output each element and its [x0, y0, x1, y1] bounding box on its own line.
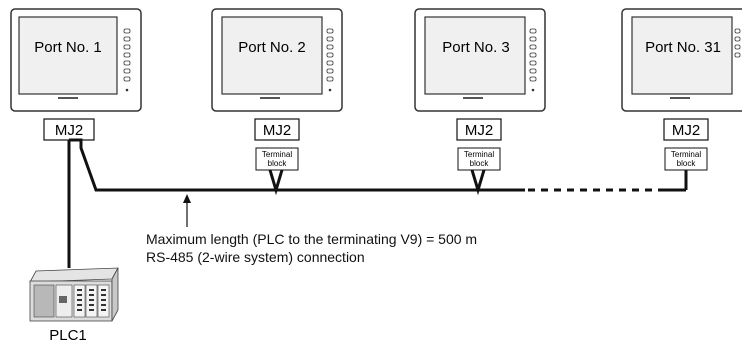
port-label: Port No. 3 [442, 39, 510, 56]
hmi-logo [463, 97, 483, 99]
hmi-logo [260, 97, 280, 99]
terminal-block-line2: block [677, 159, 697, 168]
connector-box [456, 118, 502, 141]
rs485-cable [67, 138, 688, 268]
hmi-side-buttons [734, 28, 741, 58]
plc-cpu-port [59, 296, 67, 303]
connector-label: MJ2 [263, 122, 291, 139]
station-port-2: Port No. 2 MJ2 Terminal block [211, 8, 343, 171]
hmi-side-buttons [529, 28, 537, 82]
connector-label: MJ2 [465, 122, 493, 139]
connector-label: MJ2 [672, 122, 700, 139]
plc-power-module [33, 284, 55, 318]
length-arrow [183, 194, 191, 227]
cable-drop-3 [470, 169, 486, 196]
hmi-screen [631, 16, 733, 95]
hmi-screen [221, 16, 323, 95]
hmi-logo [58, 97, 78, 99]
plc-io-terminals [77, 289, 106, 311]
hmi-screen [424, 16, 526, 95]
hmi-screen [18, 16, 118, 95]
terminal-block [255, 147, 299, 171]
terminal-block-line1: Terminal [262, 150, 292, 159]
hmi-side-buttons [123, 28, 131, 82]
hmi-side-buttons [326, 28, 334, 82]
hmi-logo [670, 97, 690, 99]
connector-box [254, 118, 300, 141]
terminal-block-line1: Terminal [464, 150, 494, 159]
terminal-block-line2: block [268, 159, 288, 168]
hmi-led [328, 88, 332, 92]
plc-top [29, 267, 119, 283]
terminal-block-line1: Terminal [671, 150, 701, 159]
terminal-block [457, 147, 501, 171]
station-port-1: Port No. 1 MJ2 [10, 8, 142, 141]
connection-note: RS-485 (2-wire system) connection [146, 249, 365, 265]
max-length-note: Maximum length (PLC to the terminating V… [146, 231, 478, 247]
port-label: Port No. 1 [34, 39, 102, 56]
arrow-head-icon [183, 194, 191, 203]
hmi-led [125, 88, 129, 92]
port-label: Port No. 2 [238, 39, 306, 56]
port-label: Port No. 31 [645, 39, 721, 56]
station-port-3: Port No. 3 MJ2 Terminal block [414, 8, 546, 171]
hmi-led [531, 88, 535, 92]
plc-unit: PLC1 [29, 267, 119, 344]
station-port-31: Port No. 31 MJ2 Terminal block [621, 8, 742, 171]
cable-drop-1 [69, 138, 276, 192]
plc-side [111, 267, 119, 322]
connector-box [663, 118, 709, 141]
plc-label: PLC1 [49, 327, 87, 344]
connector-label: MJ2 [55, 122, 83, 139]
cable-drop-2 [268, 169, 284, 196]
terminal-block-line2: block [470, 159, 490, 168]
